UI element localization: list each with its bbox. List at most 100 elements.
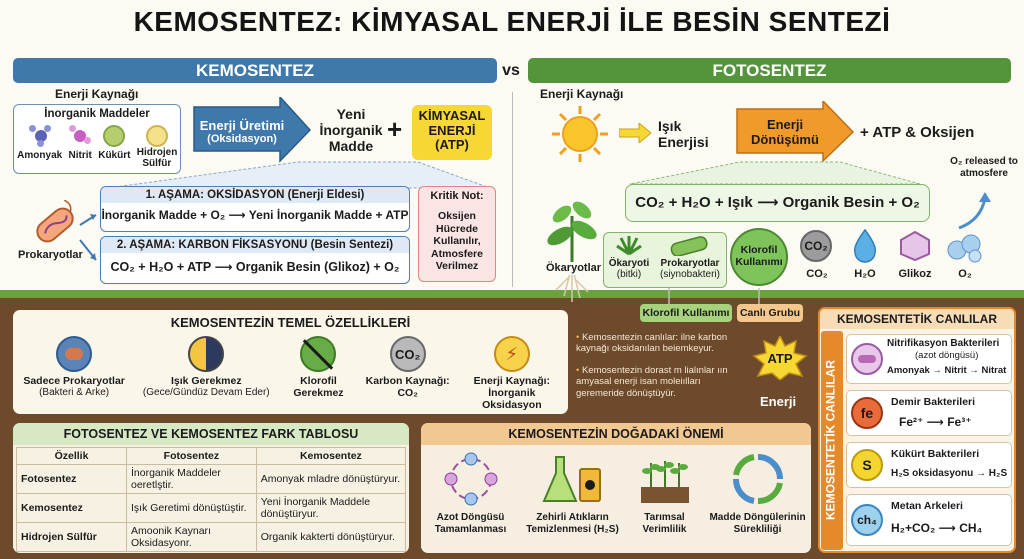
note-1: • Kemosentezin canlılar: ilne karbon kay… bbox=[576, 332, 728, 355]
new-inorganic-matter: Yeni İnorganik Madde bbox=[319, 106, 383, 155]
plant-sub: (bitki) bbox=[616, 269, 642, 280]
table-row: Kemosentez Işık Geretimi dönüştüştir. Ye… bbox=[16, 493, 407, 523]
light-arrow bbox=[619, 123, 652, 143]
chlorophyll-circle: Klorofil Kullanımı bbox=[730, 228, 788, 286]
feature-label-0: Sadece Prokaryotlar bbox=[23, 375, 125, 387]
cell-0-0: Fotosentez bbox=[16, 464, 127, 494]
energy-production-arrow bbox=[193, 97, 312, 163]
sulfur-item: Kükürt bbox=[98, 125, 130, 169]
bacterium-icon bbox=[36, 200, 74, 243]
critical-title: Kritik Not: bbox=[430, 190, 484, 202]
nitrification-icon bbox=[851, 343, 883, 375]
mol-co2: CO₂ bbox=[806, 268, 828, 280]
org-eq-2: H₂S oksidasyonu → H₂S bbox=[891, 468, 1008, 479]
difference-table: Özellik Fotosentez Kemosentez Fotosentez… bbox=[16, 447, 407, 552]
eukaryotes-label: Ökaryotlar bbox=[546, 262, 602, 275]
org-sub-0: (azot döngüsü) bbox=[915, 350, 979, 361]
chemo-header: KEMOSENTEZ bbox=[13, 58, 497, 83]
org-methane: ch₄ Metan Arkeleri H₂+CO₂ ⟶ CH₄ bbox=[846, 494, 1012, 546]
tag-chlorophyll: Klorofil Kullanımı bbox=[640, 304, 732, 322]
flask-hazard-icon bbox=[541, 456, 601, 502]
page-title: KEMOSENTEZ: KİMYASAL ENERJİ İLE BESİN SE… bbox=[133, 6, 891, 37]
energy-label: Enerji bbox=[760, 394, 797, 409]
co2-feature-icon: CO₂ bbox=[389, 336, 426, 372]
th-chemo: Kemosentez bbox=[255, 447, 407, 465]
feature-label-3: Karbon Kaynağı: CO₂ bbox=[365, 375, 450, 400]
atp-oxygen-result: + ATP & Oksijen bbox=[860, 124, 975, 141]
recycle-icon bbox=[732, 454, 783, 505]
sun-icon bbox=[552, 106, 608, 162]
org-nitrification: Nitrifikasyon Bakterileri (azot döngüsü)… bbox=[846, 334, 1012, 384]
ammonia-label: Amonyak bbox=[17, 150, 63, 162]
org-name-3: Metan Arkeleri bbox=[891, 500, 963, 512]
chemo-energy-source: Enerji Kaynağı bbox=[55, 87, 139, 101]
o2-released-label: O₂ released to atmosfere bbox=[950, 156, 1018, 179]
org-name-2: Kükürt Bakterileri bbox=[891, 448, 980, 460]
cell-0-2: Amonyak mladre dönüştüryur. bbox=[255, 464, 407, 494]
table-row: Fotosentez İnorganik Maddeler oeretlştir… bbox=[16, 464, 407, 494]
photo-funnel bbox=[629, 161, 921, 185]
crops-icon bbox=[640, 461, 689, 503]
inorganic-box: İnorganik Maddeler Amonyak Nitrit Kükürt bbox=[13, 104, 181, 174]
importance-label-3: Madde Döngülerinin Sürekliliği bbox=[709, 512, 806, 535]
plant-icon bbox=[547, 201, 597, 302]
organisms-title: KEMOSENTETİK CANLILAR bbox=[820, 309, 1014, 329]
cell-1-1: Işık Geretimi dönüştüştir. bbox=[126, 493, 257, 523]
importance-toxic: Zehirli Atıkların Temizlenmesi (H₂S) bbox=[525, 451, 621, 535]
importance-panel: KEMOSENTEZİN DOĞADAKİ ÖNEMİ Azot Döngüsü… bbox=[421, 423, 811, 553]
cyano-wrap: Prokaryotlar (siynobakteri) bbox=[652, 258, 728, 280]
energy-conversion-arrow bbox=[736, 101, 855, 163]
importance-label-2: Tarımsal Verimlilik bbox=[642, 512, 687, 535]
org-name-0: Nitrifikasyon Bakterileri bbox=[887, 338, 1000, 349]
nitrite-item: Nitrit bbox=[69, 125, 92, 169]
org-sulfur: S Kükürt Bakterileri H₂S oksidasyonu → H… bbox=[846, 442, 1012, 488]
plus-sign: + bbox=[387, 114, 403, 144]
org-name-1: Demir Bakterileri bbox=[891, 396, 976, 408]
note-2: • Kemosentezin dorast m lialınlar ıın am… bbox=[576, 364, 728, 399]
cell-1-0: Kemosentez bbox=[16, 493, 127, 523]
mol-glucose: Glikoz bbox=[898, 268, 932, 280]
organisms-side-label: KEMOSENTETİK CANLILAR bbox=[823, 360, 838, 520]
h2s-label: Hidrojen Sülfür bbox=[136, 147, 178, 169]
inorganic-title: İnorganik Maddeler bbox=[44, 108, 150, 120]
critical-text: Oksijen Hücrede Kullanılır, Atmosfere Ve… bbox=[431, 210, 483, 273]
glucose-icon bbox=[900, 230, 930, 262]
org-eq-1: Fe²⁺ ⟶ Fe³⁺ bbox=[899, 415, 972, 429]
photo-equation: CO₂ + H₂O + Işık ⟶ Organik Besin + O₂ bbox=[625, 184, 930, 222]
sulfur-icon bbox=[103, 125, 126, 148]
energy-conversion-label: Enerji Dönüşümü bbox=[751, 117, 819, 147]
methane-icon: ch₄ bbox=[851, 504, 883, 536]
feature-label-4: Enerji Kaynağı: İnorganik Oksidasyon bbox=[473, 375, 551, 412]
cell-0-1: İnorganik Maddeler oeretlştir. bbox=[126, 464, 257, 494]
sulfur-label: Kükürt bbox=[98, 150, 131, 162]
features-title: KEMOSENTEZİN TEMEL ÖZELLİKLERİ bbox=[170, 315, 411, 330]
stage1-box: 1. AŞAMA: OKSİDASYON (Enerji Eldesi) İno… bbox=[100, 186, 410, 232]
cell-1-2: Yeni İnorganik Maddele dönüştüryur. bbox=[255, 493, 407, 523]
feature-carbon: CO₂ Karbon Kaynağı: CO₂ bbox=[366, 336, 450, 411]
importance-agri: Tarımsal Verimlilik bbox=[630, 451, 700, 535]
importance-title: KEMOSENTEZİN DOĞADAKİ ÖNEMİ bbox=[421, 423, 811, 445]
eukaryote-plant-wrap: Ökaryoti (bitki) bbox=[606, 258, 652, 280]
prokaryotes-label: Prokaryotlar bbox=[18, 249, 83, 261]
light-energy: Işık Enerjisi bbox=[658, 118, 709, 151]
mol-h2o: H₂O bbox=[854, 268, 876, 280]
ammonia-icon bbox=[28, 125, 51, 148]
feature-no-light: Işık Gerekmez (Gece/Gündüz Devam Eder) bbox=[141, 336, 271, 411]
table-row: Hidrojen Sülfür Amoonik Kaynarı Oksidasy… bbox=[16, 522, 407, 552]
mol-o2: O₂ bbox=[958, 268, 972, 280]
tag-connectors bbox=[668, 288, 760, 304]
cell-icon bbox=[56, 336, 93, 372]
prokaryote-label: Prokaryotlar bbox=[660, 258, 720, 269]
importance-label-0: Azot Döngüsü Tamamlanması bbox=[434, 512, 507, 535]
oxidation-label: (Oksidasyon) bbox=[207, 133, 277, 145]
energy-production-label-wrap: Enerji Üretimi (Oksidasyon) bbox=[196, 118, 288, 145]
soil-notes: • Kemosentezin canlılar: ilne karbon kay… bbox=[576, 332, 746, 399]
difference-table-panel: FOTOSENTEZ VE KEMOSENTEZ FARK TABLOSU Öz… bbox=[13, 423, 409, 553]
feature-no-chlorophyll: Klorofil Gerekmez bbox=[283, 336, 353, 411]
atp-burst-text: ATP bbox=[767, 351, 792, 366]
tag-group: Canlı Grubu bbox=[737, 304, 803, 322]
importance-label-1: Zehirli Atıkların Temizlenmesi (H₂S) bbox=[526, 512, 619, 535]
cell-2-1: Amoonik Kaynarı Oksidasyonr. bbox=[126, 522, 257, 552]
stage1-title: 1. AŞAMA: OKSİDASYON (Enerji Eldesi) bbox=[101, 187, 409, 203]
cyanobacteria-icon bbox=[670, 236, 708, 256]
